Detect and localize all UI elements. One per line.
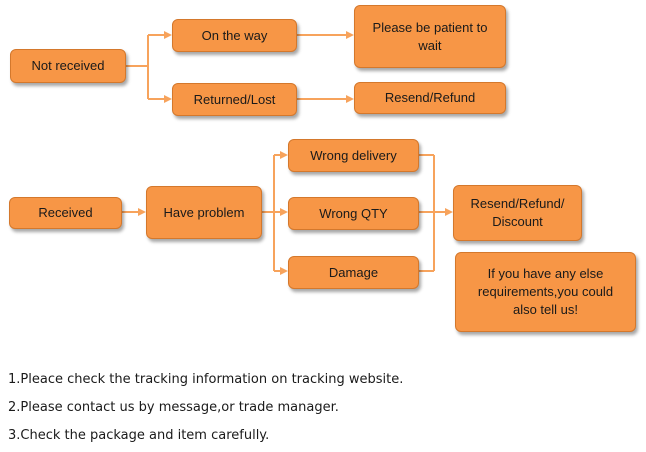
notes-list: 1.Pleace check the tracking information … <box>8 368 403 452</box>
node-wrong-qty: Wrong QTY <box>288 197 419 230</box>
node-returned-lost: Returned/Lost <box>172 83 297 116</box>
connector-not-received-trunk <box>126 35 149 99</box>
node-resend-refund: Resend/Refund <box>354 82 506 114</box>
note-3: 3.Check the package and item carefully. <box>8 428 270 443</box>
node-have-problem: Have problem <box>146 186 262 239</box>
node-not-received: Not received <box>10 49 126 83</box>
node-please-be-patient: Please be patient to wait <box>354 5 506 68</box>
node-other-requirements: If you have any else requirements,you co… <box>455 252 636 332</box>
node-resend-refund-discount: Resend/Refund/ Discount <box>453 185 582 241</box>
note-2: 2.Please contact us by message,or trade … <box>8 400 339 415</box>
note-1: 1.Pleace check the tracking information … <box>8 372 404 387</box>
node-received: Received <box>9 197 122 229</box>
node-wrong-delivery: Wrong delivery <box>288 139 419 172</box>
node-on-the-way: On the way <box>172 19 297 52</box>
connector-have-problem-trunk <box>262 155 275 271</box>
connector-merge-trunk <box>419 154 435 272</box>
node-damage: Damage <box>288 256 419 289</box>
